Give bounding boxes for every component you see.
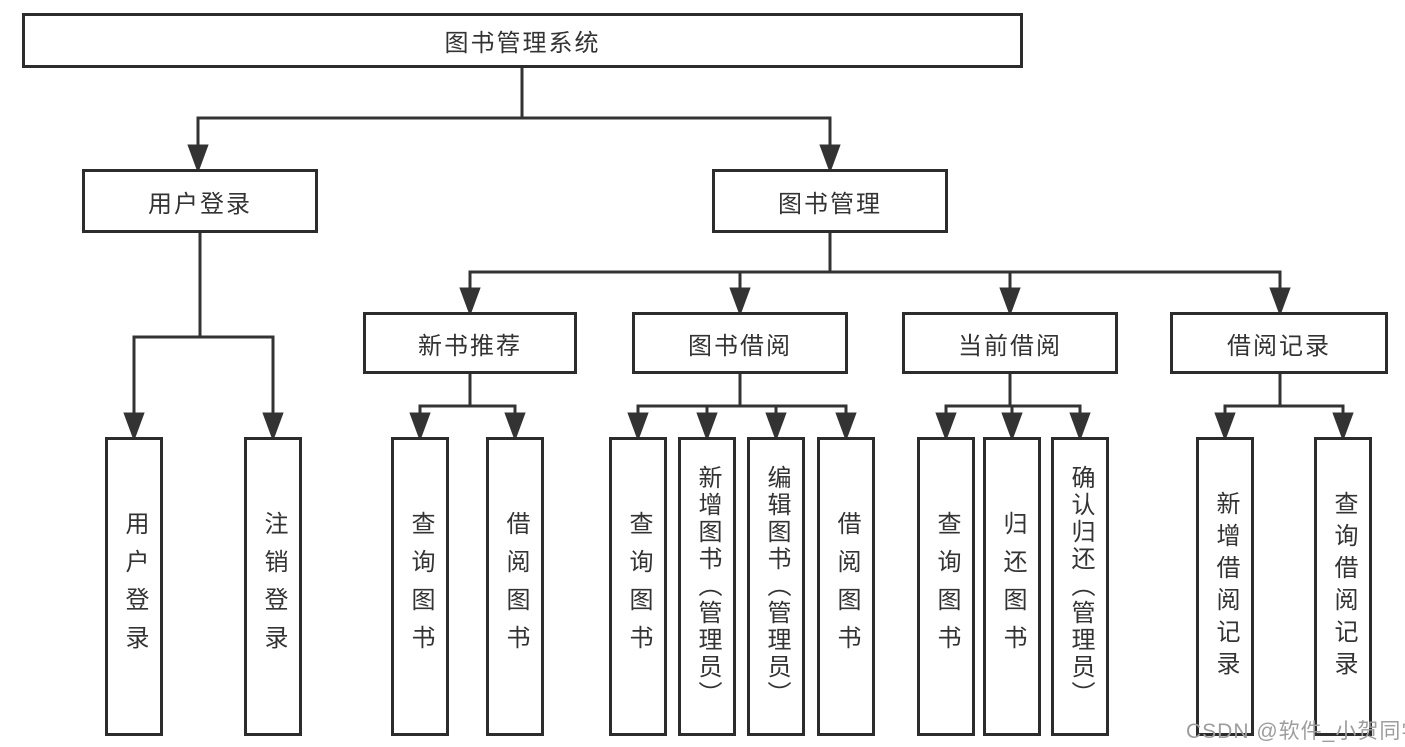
node-label: 图书借阅 [688, 332, 792, 360]
node-borrowing-records: 借阅记录 [1170, 312, 1388, 374]
leaf-label: 借阅图书 [502, 510, 529, 663]
node-label: 图书管理系统 [444, 30, 601, 57]
leaf-borrow-books-recommend: 借阅图书 [486, 437, 544, 736]
leaf-label: 新增图书（管理员） [694, 465, 721, 708]
leaf-edit-books-admin: 编辑图书（管理员） [747, 437, 805, 736]
leaf-add-borrow-record: 新增借阅记录 [1196, 437, 1254, 736]
leaf-add-books-admin: 新增图书（管理员） [678, 437, 736, 736]
leaf-label: 编辑图书（管理员） [763, 465, 790, 708]
leaf-label: 注销登录 [260, 510, 287, 663]
leaf-label: 查询借阅记录 [1330, 490, 1357, 683]
leaf-query-books-current: 查询图书 [917, 437, 975, 736]
leaf-confirm-return-admin: 确认归还（管理员） [1051, 437, 1109, 736]
leaf-query-borrow-record: 查询借阅记录 [1314, 437, 1372, 736]
node-user-login: 用户登录 [82, 169, 318, 233]
leaf-query-books-borrow: 查询图书 [609, 437, 667, 736]
leaf-user-login: 用户登录 [105, 437, 163, 736]
leaf-query-books-recommend: 查询图书 [391, 437, 449, 736]
node-label: 新书推荐 [418, 332, 522, 360]
leaf-label: 查询图书 [407, 510, 434, 663]
leaf-label: 借阅图书 [833, 510, 860, 663]
node-library-management-system: 图书管理系统 [22, 13, 1023, 68]
node-current-borrowing: 当前借阅 [902, 312, 1118, 374]
leaf-return-books: 归还图书 [983, 437, 1041, 736]
csdn-watermark: CSDN @软件_小贺同学 [1186, 720, 1405, 743]
leaf-label: 查询图书 [625, 510, 652, 663]
node-label: 图书管理 [778, 190, 882, 218]
node-label: 当前借阅 [958, 332, 1062, 360]
leaf-label: 用户登录 [121, 510, 148, 663]
leaf-label: 新增借阅记录 [1212, 490, 1239, 683]
leaf-borrow-books: 借阅图书 [817, 437, 875, 736]
node-book-borrowing: 图书借阅 [632, 312, 848, 374]
leaf-label: 查询图书 [933, 510, 960, 663]
leaf-logout: 注销登录 [244, 437, 302, 736]
node-label: 借阅记录 [1227, 332, 1331, 360]
node-new-book-recommend: 新书推荐 [363, 312, 577, 374]
leaf-label: 确认归还（管理员） [1067, 465, 1094, 708]
leaf-label: 归还图书 [999, 510, 1026, 663]
node-book-management: 图书管理 [712, 169, 948, 233]
node-label: 用户登录 [148, 190, 252, 218]
